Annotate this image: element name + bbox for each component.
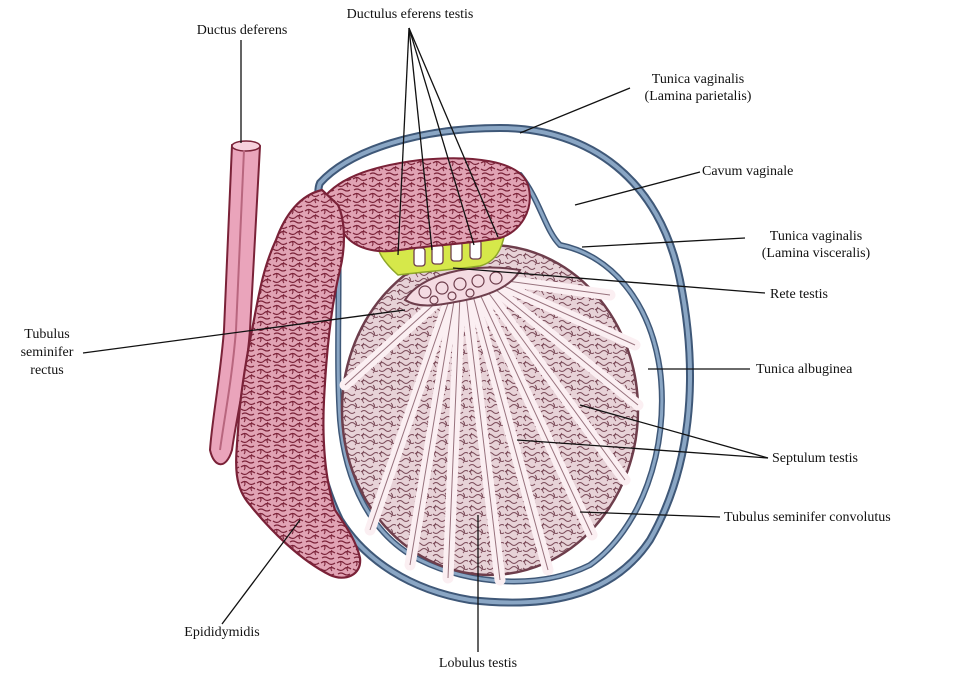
label-cavum-vaginale: Cavum vaginale	[702, 163, 793, 180]
label-tunica-albuginea: Tunica albuginea	[756, 361, 852, 378]
label-tunica-vaginalis-visceralis-line1: Tunica vaginalis	[745, 228, 887, 245]
label-tubulus-seminifer-rectus-line2: seminifer	[10, 344, 84, 361]
label-tubulus-seminifer-rectus-line3: rectus	[10, 362, 84, 379]
label-septulum-testis: Septulum testis	[772, 450, 858, 467]
label-tunica-vaginalis-parietalis-line2: (Lamina parietalis)	[628, 88, 768, 105]
label-tubulus-seminifer-convolutus: Tubulus seminifer convolutus	[724, 509, 891, 526]
label-tubulus-seminifer-rectus-line1: Tubulus	[10, 326, 84, 343]
label-tunica-vaginalis-parietalis-line1: Tunica vaginalis	[628, 71, 768, 88]
label-lobulus-testis: Lobulus testis	[418, 655, 538, 672]
label-ductulus-eferens-testis: Ductulus eferens testis	[318, 6, 502, 23]
label-tunica-vaginalis-visceralis-line2: (Lamina visceralis)	[745, 245, 887, 262]
label-ductus-deferens: Ductus deferens	[180, 22, 304, 39]
label-rete-testis: Rete testis	[770, 286, 828, 303]
label-epididymidis: Epididymidis	[160, 624, 284, 641]
